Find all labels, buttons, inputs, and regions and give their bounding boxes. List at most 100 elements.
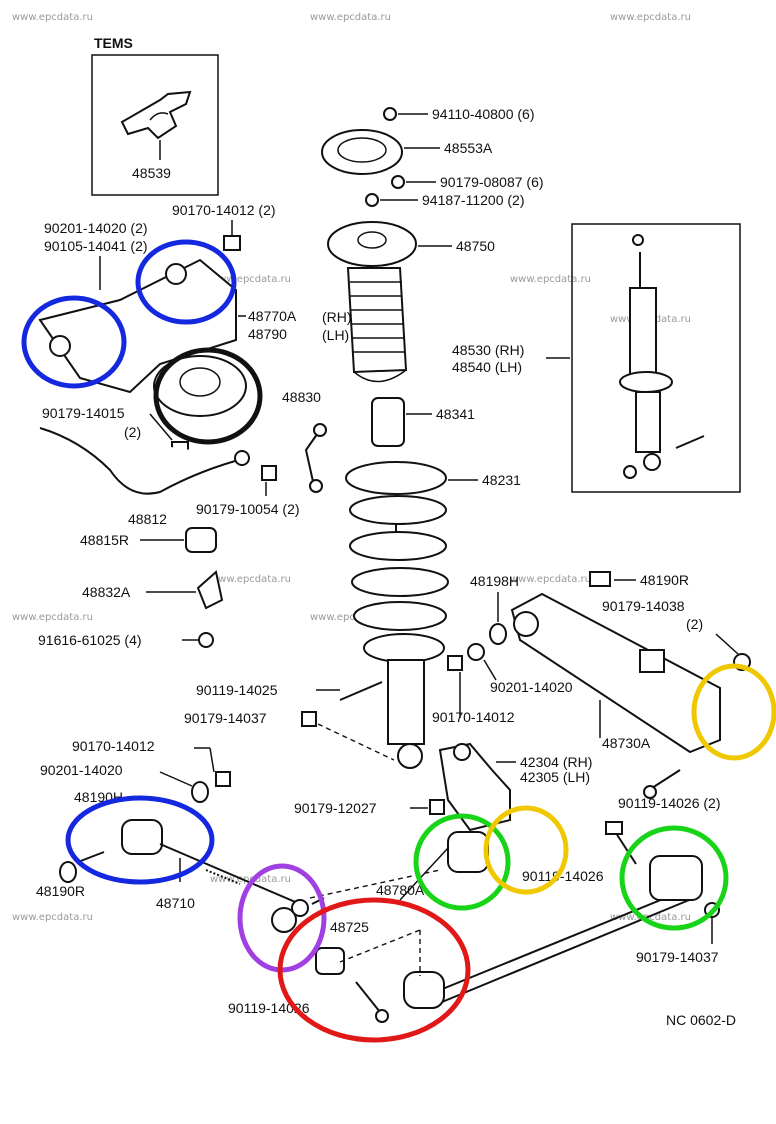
part-label: (2) xyxy=(686,616,703,632)
stabilizer-bushing xyxy=(185,527,217,553)
part-label: 90179-08087 (6) xyxy=(440,174,544,190)
washer-icon xyxy=(391,175,405,189)
nut-icon xyxy=(261,465,277,481)
part-label: 48812 xyxy=(128,511,167,527)
side-label: (RH) xyxy=(322,309,352,325)
part-label: 48830 xyxy=(282,389,321,405)
watermark: www.epcdata.ru xyxy=(610,912,691,923)
stabilizer-group: 48812 90179-10054 (2) 48830 48815R 48832… xyxy=(38,389,327,648)
mount-plate-48553A xyxy=(321,129,403,175)
part-label: 48231 xyxy=(482,472,521,488)
part-label: 90119-14026 xyxy=(522,868,604,884)
trailing-rod-48710 xyxy=(159,843,301,905)
highlight-ring-yellow xyxy=(691,663,776,761)
highlight-ring-blue xyxy=(21,295,127,389)
part-label: 90179-14015 xyxy=(42,405,125,421)
bolt-icon xyxy=(59,861,77,883)
part-label: 91616-61025 (4) xyxy=(38,632,142,648)
lower-arm-48730A xyxy=(510,592,721,754)
spring-seat xyxy=(153,355,247,417)
part-label: 90179-10054 (2) xyxy=(196,501,300,517)
nut-icon xyxy=(429,799,445,815)
link-48725 xyxy=(315,947,345,975)
part-label: 90201-14020 (2) xyxy=(44,220,148,236)
dust-boot xyxy=(346,267,408,374)
part-label: 48190R xyxy=(640,572,689,588)
watermark: www.epcdata.ru xyxy=(510,274,591,285)
part-label: 90201-14020 xyxy=(40,762,123,778)
highlight-ring-green xyxy=(619,825,729,931)
highlight-ring-red xyxy=(277,897,471,1043)
watermark: www.epcdata.ru xyxy=(210,274,291,285)
upper-mount-group: 94110-40800 (6) 48553A 90179-08087 (6) 9… xyxy=(321,106,544,447)
part-label: 48198H xyxy=(470,573,519,589)
part-label: 48815R xyxy=(80,532,129,548)
upper-arm-group: 90201-14020 (2) 90105-14041 (2) 90170-14… xyxy=(38,202,352,457)
knuckle-42304 xyxy=(438,742,511,832)
bolt-icon xyxy=(198,632,214,648)
part-label: 90179-14037 xyxy=(636,949,719,965)
rod-end xyxy=(271,907,297,933)
nut-icon xyxy=(447,655,463,671)
coil-spring-48231 xyxy=(345,461,447,495)
watermark: www.epcdata.ru xyxy=(12,912,93,923)
nut-icon xyxy=(383,107,397,121)
strut-group: 48231 90170-14012 90119-14025 90179-1403… xyxy=(184,461,521,769)
diagram-code: NC 0602-D xyxy=(666,1012,736,1028)
part-label: 48553A xyxy=(444,140,493,156)
watermark: www.epcdata.ru xyxy=(310,12,391,23)
part-label: 48730A xyxy=(602,735,651,751)
part-label: 48341 xyxy=(436,406,475,422)
lower-control-arm-48780A xyxy=(439,887,691,991)
part-label: 48780A xyxy=(376,882,425,898)
nut-icon xyxy=(215,771,231,787)
bracket-48832A xyxy=(196,570,224,610)
knuckle-group: 42304 (RH) 42305 (LH) 90179-12027 xyxy=(294,742,592,832)
part-label: 90170-14012 (2) xyxy=(172,202,276,218)
part-label: 90170-14012 xyxy=(432,709,515,725)
part-label: 48750 xyxy=(456,238,495,254)
part-label: 94187-11200 (2) xyxy=(422,192,524,208)
part-label: 48539 xyxy=(132,165,171,181)
bushing-icon xyxy=(165,263,187,285)
part-label: 90179-14037 xyxy=(184,710,267,726)
part-label: 90119-14025 xyxy=(196,682,278,698)
part-label: (2) xyxy=(124,424,141,440)
watermark: www.epcdata.ru xyxy=(610,12,691,23)
shock-inset: 48530 (RH) 48540 (LH) xyxy=(452,223,741,493)
part-label: 90179-14038 xyxy=(602,598,685,614)
watermark: www.epcdata.ru xyxy=(210,874,291,885)
watermark: www.epcdata.ru xyxy=(310,612,391,623)
watermark: www.epcdata.ru xyxy=(210,574,291,585)
part-label: 48530 (RH) xyxy=(452,342,524,358)
upper-support-48750 xyxy=(327,221,417,267)
bushing-icon xyxy=(49,335,71,357)
highlight-ring-blue xyxy=(65,795,215,885)
stabilizer-bar-48812 xyxy=(39,427,247,495)
highlight-ring-yellow xyxy=(483,805,569,895)
strut-body xyxy=(387,659,425,745)
part-label: 48790 xyxy=(248,326,287,342)
highlight-rings xyxy=(21,239,776,1043)
part-label: 90179-12027 xyxy=(294,800,377,816)
highlight-ring-blue xyxy=(135,239,237,325)
part-label: 90105-14041 (2) xyxy=(44,238,148,254)
nut-icon xyxy=(223,235,241,251)
watermark: www.epcdata.ru xyxy=(510,574,591,585)
shock-absorber xyxy=(629,287,657,381)
tems-inset: TEMS 48539 xyxy=(91,35,219,196)
part-label: 94110-40800 (6) xyxy=(432,106,534,122)
rod-bushing xyxy=(121,819,163,855)
part-label: 90119-14026 (2) xyxy=(618,795,720,811)
part-label: 90201-14020 xyxy=(490,679,573,695)
part-label: 48725 xyxy=(330,919,369,935)
watermark: www.epcdata.ru xyxy=(12,612,93,623)
lower-control-arm-group: 48780A 48725 90119-14026 90119-14026 901… xyxy=(228,821,720,1023)
bolt-icon xyxy=(365,193,379,207)
part-label: 42304 (RH) xyxy=(520,754,592,770)
part-label: 48190R xyxy=(36,883,85,899)
part-label: 90170-14012 xyxy=(72,738,155,754)
bump-stop-48341 xyxy=(371,397,405,447)
part-label: 48832A xyxy=(82,584,131,600)
